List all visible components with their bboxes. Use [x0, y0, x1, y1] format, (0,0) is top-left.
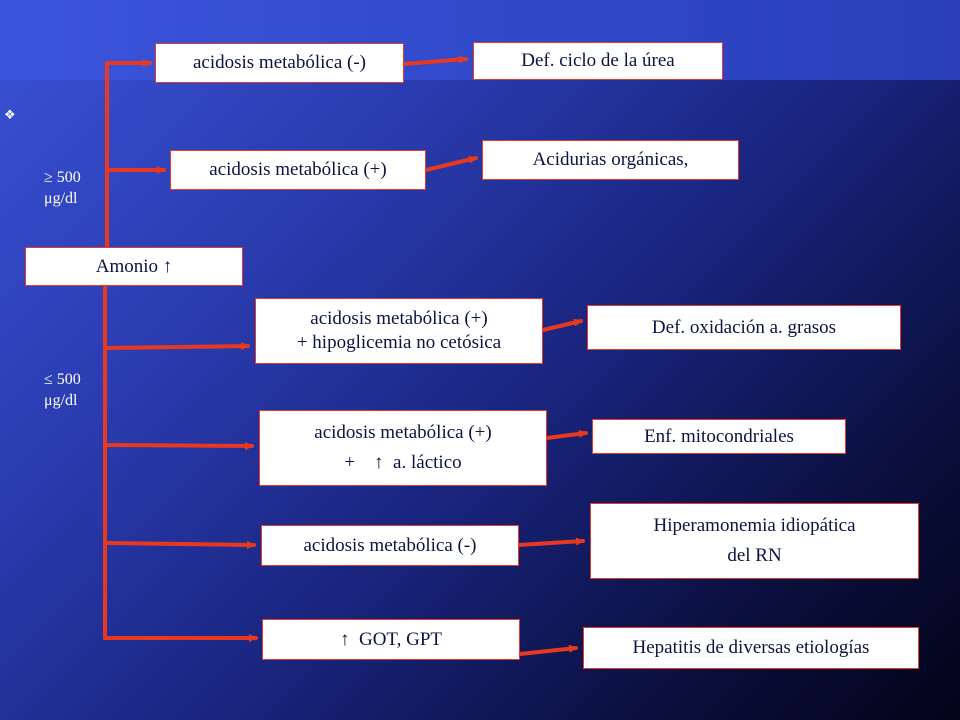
condition-text: acidosis metabólica (-) [303, 534, 477, 556]
diagnosis-text: del RN [727, 545, 782, 566]
condition-text: acidosis metabólica (+) [209, 159, 387, 181]
diagnosis-text: Def. ciclo de la úrea [521, 50, 675, 72]
threshold-high-unit: μg/dl [44, 189, 78, 207]
arrow-5 [517, 537, 585, 547]
threshold-low-value: ≤ 500 [44, 371, 81, 388]
condition-text: acidosis metabólica (-) [192, 52, 367, 74]
condition-box-5: acidosis metabólica (-) [261, 525, 519, 566]
condition-text: + hipoglicemia no cetósica [296, 332, 502, 353]
threshold-high: ≥ 500 μg/dl [44, 168, 81, 210]
diagnosis-box-2: Acidurias orgánicas, [482, 140, 739, 180]
arrow-4 [545, 429, 588, 440]
condition-text: acidosis metabólica (+) [314, 422, 492, 444]
branch-4 [103, 441, 254, 450]
diagnosis-box-4: Enf. mitocondriales [592, 419, 846, 454]
diagnosis-text: Hiperamonemia idiopática [653, 515, 856, 537]
diagnosis-box-3: Def. oxidación a. grasos [587, 305, 901, 350]
branch-5 [103, 540, 256, 549]
root-label: Amonio ↑ [95, 255, 173, 277]
diagnosis-box-1: Def. ciclo de la úrea [473, 42, 723, 80]
root-node-amonio: Amonio ↑ [25, 247, 243, 286]
threshold-low-unit: μg/dl [44, 391, 78, 409]
condition-text: acidosis metabólica (+) [310, 308, 488, 330]
condition-box-2: acidosis metabólica (+) [170, 150, 426, 190]
condition-text: ↑ GOT, GPT [339, 628, 443, 650]
diagnosis-text: Hepatitis de diversas etiologías [632, 637, 870, 659]
diagnosis-text: Enf. mitocondriales [644, 425, 794, 447]
condition-box-1: acidosis metabólica (-) [155, 43, 404, 83]
diagnosis-box-5: Hiperamonemia idiopática del RN [590, 503, 919, 579]
arrow-2 [424, 155, 478, 172]
threshold-high-value: ≥ 500 [44, 169, 81, 186]
arrow-6 [518, 644, 578, 656]
diagnosis-text: Def. oxidación a. grasos [651, 316, 837, 338]
branch-3 [103, 342, 250, 351]
arrow-3 [541, 318, 583, 332]
diagnosis-text: Acidurias orgánicas, [532, 149, 689, 171]
condition-box-4: acidosis metabólica (+) + ↑ a. láctico [259, 410, 547, 486]
threshold-low: ≤ 500 μg/dl [44, 370, 81, 412]
arrow-1 [402, 55, 468, 66]
condition-box-3: acidosis metabólica (+) + hipoglicemia n… [255, 298, 543, 364]
condition-text: + ↑ a. láctico [344, 452, 462, 473]
bullet-icon: ❖ [4, 107, 16, 122]
condition-box-6: ↑ GOT, GPT [262, 619, 520, 660]
diagnosis-box-6: Hepatitis de diversas etiologías [583, 627, 919, 669]
